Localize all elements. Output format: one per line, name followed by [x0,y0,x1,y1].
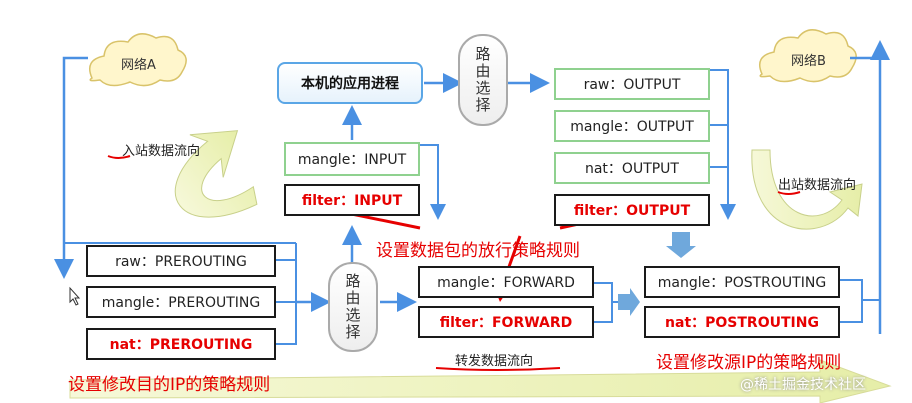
input-mangle-box: mangle：INPUT [284,142,420,176]
app-process-box: 本机的应用进程 [277,62,423,104]
postrouting-mangle-box: mangle：POSTROUTING [644,266,840,298]
watermark: @稀土掘金技术社区 [740,377,866,393]
prerouting-nat-box: nat：PREROUTING [86,328,276,360]
cloud-a-shape [89,33,187,87]
mouse-cursor-icon [69,286,81,306]
routing-decision-bottom: 路由选择 [328,262,378,352]
snat-policy-note: 设置修改源IP的策略规则 [656,353,842,373]
postrouting-nat-box: nat：POSTROUTING [644,306,840,338]
output-mangle-box: mangle：OUTPUT [554,110,710,142]
routing-decision-top: 路由选择 [458,34,508,126]
inbound-flow-label: 入站数据流向 [122,144,201,159]
dnat-policy-note: 设置修改目的IP的策略规则 [68,375,271,395]
cloud-b-shape [759,29,857,83]
cloud-label-network-b: 网络B [791,54,826,69]
cloud-label-network-a: 网络A [121,58,156,73]
output-raw-box: raw：OUTPUT [554,68,710,100]
prerouting-raw-box: raw：PREROUTING [86,245,276,277]
forward-flow-label: 转发数据流向 [455,354,534,369]
forward-mangle-box: mangle：FORWARD [418,266,594,298]
prerouting-mangle-box: mangle：PREROUTING [86,286,276,318]
outbound-flow-label: 出站数据流向 [778,178,857,193]
forward-filter-box: filter：FORWARD [418,306,594,338]
output-nat-box: nat：OUTPUT [554,152,710,184]
filter-policy-note: 设置数据包的放行策略规则 [376,241,580,261]
output-filter-box: filter：OUTPUT [554,194,710,226]
input-filter-box: filter：INPUT [284,184,420,216]
